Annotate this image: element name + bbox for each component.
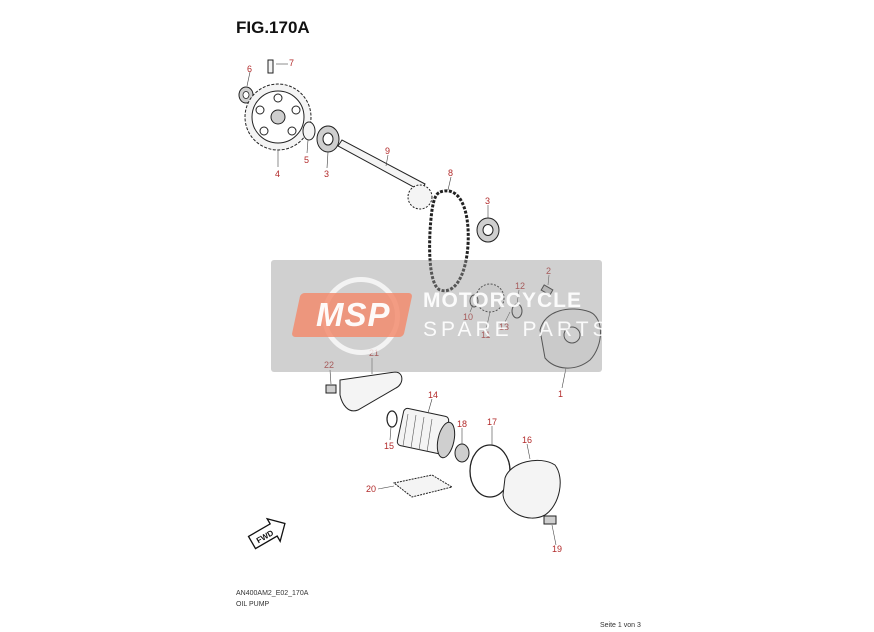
part-chain <box>428 189 470 293</box>
callout-5: 5 <box>304 155 309 165</box>
callout-22: 22 <box>324 360 334 370</box>
part-spring <box>454 443 470 463</box>
callout-3-upper: 3 <box>324 169 329 179</box>
part-shaft <box>337 139 426 192</box>
callout-16: 16 <box>522 435 532 445</box>
part-washer <box>302 121 316 141</box>
callout-13: 13 <box>499 322 509 332</box>
callout-10: 10 <box>463 312 473 322</box>
part-pipe <box>339 371 403 412</box>
callout-20: 20 <box>366 484 376 494</box>
callout-17: 17 <box>487 417 497 427</box>
callout-1: 1 <box>558 389 563 399</box>
part-filter-cover <box>502 459 561 519</box>
figure-code: AN400AM2_E02_170A <box>236 590 309 597</box>
part-strainer <box>392 474 454 498</box>
callout-6: 6 <box>247 64 252 74</box>
part-pin <box>267 59 274 74</box>
watermark-line1: MOTORCYCLE <box>423 289 582 312</box>
callout-21: 21 <box>369 348 379 358</box>
callout-18: 18 <box>457 419 467 429</box>
callout-3-lower: 3 <box>485 196 490 206</box>
part-bolt-22 <box>325 384 337 394</box>
callout-14: 14 <box>428 390 438 400</box>
part-shaft-sprocket <box>407 184 433 210</box>
callout-4: 4 <box>275 169 280 179</box>
figure-title: FIG.170A <box>236 18 310 37</box>
fwd-arrow-icon: FWD <box>247 517 286 550</box>
callout-12: 12 <box>515 281 525 291</box>
page-indicator: Seite 1 von 3 <box>600 622 641 629</box>
watermark-line2: SPARE PARTS <box>423 318 611 341</box>
callout-9: 9 <box>385 146 390 156</box>
callout-7: 7 <box>289 58 294 68</box>
callout-11: 11 <box>481 330 490 340</box>
callout-2: 2 <box>546 266 551 276</box>
part-bolt-2 <box>540 284 554 296</box>
figure-caption: OIL PUMP <box>236 601 270 608</box>
part-o-ring-15 <box>386 410 398 428</box>
callout-8: 8 <box>448 168 453 178</box>
watermark-logo-text: MSP <box>316 296 391 333</box>
part-bolt-19 <box>543 515 557 525</box>
callout-19: 19 <box>552 544 562 554</box>
part-washer-10 <box>469 294 479 308</box>
callout-15: 15 <box>384 441 394 451</box>
